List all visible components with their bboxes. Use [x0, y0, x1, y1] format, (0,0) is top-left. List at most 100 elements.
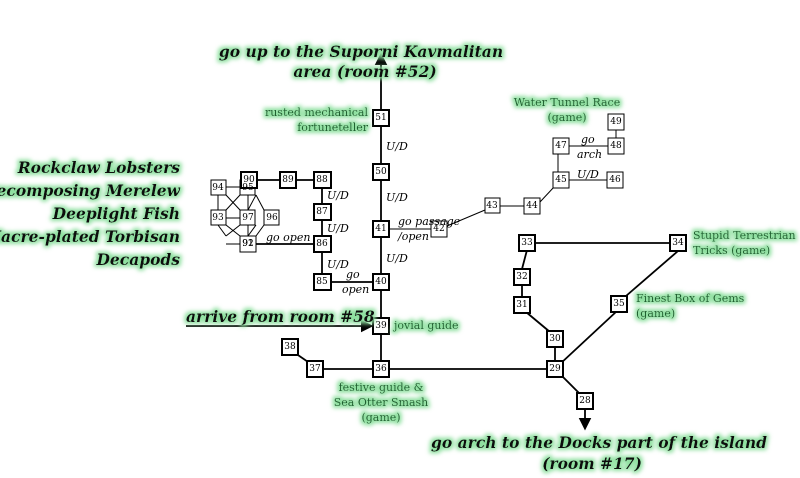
room-46-label: 46	[609, 175, 621, 185]
room-48	[607, 137, 625, 155]
room-90-label: 90	[243, 175, 255, 185]
room-45-label: 45	[555, 175, 567, 185]
room-30	[546, 330, 564, 348]
room-85-label: 85	[316, 277, 328, 287]
room-93	[210, 209, 227, 226]
edge-label-open-passage: /open	[397, 230, 429, 243]
note-festive-1: festive guide &	[339, 381, 424, 394]
room-88-label: 88	[316, 175, 328, 185]
path-29-28	[561, 375, 580, 394]
heading-docks-line2: (room #17)	[542, 454, 642, 473]
room-33-label: 33	[521, 238, 533, 248]
room-33	[518, 234, 536, 252]
room-49-label: 49	[610, 117, 622, 127]
room-89	[279, 171, 297, 189]
note-water-race-2: (game)	[547, 111, 586, 124]
edge-label-45-46: U/D	[577, 168, 599, 181]
room-50	[372, 163, 390, 181]
path-42-43	[446, 209, 486, 227]
room-42	[430, 220, 448, 238]
room-87	[313, 203, 332, 221]
headings: go up to the Suporni Kavmalitan area (ro…	[186, 42, 767, 473]
heading-up-line1: go up to the Suporni Kavmalitan	[219, 42, 503, 61]
room-29-label: 29	[549, 364, 561, 374]
room-31-label: 31	[516, 300, 527, 310]
room-86	[313, 235, 332, 253]
edge-label-41-40: U/D	[386, 252, 408, 265]
note-fortuneteller-2: fortuneteller	[297, 121, 369, 134]
room-41	[372, 220, 390, 238]
room-37-label: 37	[309, 364, 321, 374]
heading-docks-line1: go arch to the Docks part of the island	[431, 433, 767, 452]
room-92-label: 92	[242, 239, 253, 249]
connections	[186, 52, 679, 431]
edge-label-50-41: U/D	[386, 191, 408, 204]
room-85	[313, 273, 332, 291]
edge-label-51-50: U/D	[386, 140, 408, 153]
fish-list-item: Decomposing Merelew	[0, 181, 181, 200]
fish-list-item: Deeplight Fish	[52, 204, 180, 223]
room-31	[513, 296, 531, 314]
room-42-label: 42	[433, 224, 444, 234]
room-86-label: 86	[316, 239, 328, 249]
room-38	[281, 338, 299, 356]
room-34-label: 34	[672, 238, 684, 248]
room-51-label: 51	[375, 113, 386, 123]
room-96-label: 96	[266, 213, 278, 223]
note-water-race-1: Water Tunnel Race	[514, 96, 620, 109]
heading-up-line2: area (room #52)	[293, 62, 436, 81]
edge-label-88-87: U/D	[327, 189, 349, 202]
edge-label-go-passage: go passage	[398, 215, 461, 228]
note-fortuneteller-1: rusted mechanical	[265, 106, 369, 119]
room-labels: 51 50 41 40 39 36 37 38 85 86 87 88 89 9…	[212, 113, 684, 406]
edge-label-91-86: go open	[266, 231, 310, 244]
fish-list: Rockclaw Lobsters Decomposing Merelew De…	[0, 158, 181, 269]
fish-list-item: Rockclaw Lobsters	[17, 158, 180, 177]
room-44-label: 44	[526, 201, 538, 211]
note-gems-1: Finest Box of Gems	[636, 292, 745, 305]
path-31-30	[525, 311, 551, 333]
room-43	[484, 197, 501, 214]
room-46	[606, 171, 624, 189]
room-97	[239, 209, 256, 226]
room-48-label: 48	[610, 141, 622, 151]
room-36-label: 36	[375, 364, 387, 374]
room-32-label: 32	[516, 272, 527, 282]
room-36	[372, 360, 390, 378]
path-34-35	[625, 250, 679, 297]
fish-list-item: Decapods	[95, 250, 180, 269]
edge-label-go-47-48: go	[581, 133, 595, 146]
room-94	[210, 179, 227, 196]
room-91-label: 91	[242, 239, 253, 249]
edge-label-arch-47-48: arch	[577, 148, 602, 161]
room-44	[523, 197, 541, 215]
octagon-cluster-paths	[217, 186, 265, 245]
room-47	[552, 137, 570, 155]
room-40	[372, 273, 390, 291]
room-38-label: 38	[284, 342, 296, 352]
room-47-label: 47	[555, 141, 567, 151]
room-40-label: 40	[375, 277, 387, 287]
room-35	[610, 295, 628, 313]
heading-arrive: arrive from room #58	[186, 307, 375, 326]
room-35-label: 35	[613, 299, 625, 309]
room-95-label: 95	[242, 183, 254, 193]
room-32	[513, 268, 531, 286]
room-51	[372, 109, 390, 127]
room-45	[552, 171, 570, 189]
room-94-label: 94	[212, 183, 224, 193]
room-43-label: 43	[486, 201, 498, 211]
note-jovial: jovial guide	[392, 319, 459, 332]
note-festive-3: (game)	[361, 411, 400, 424]
notes: rusted mechanical fortuneteller Water Tu…	[265, 96, 796, 424]
room-89-label: 89	[282, 175, 294, 185]
room-41-label: 41	[375, 224, 386, 234]
room-37	[306, 360, 324, 378]
edge-label-87-86: U/D	[327, 222, 349, 235]
room-93-label: 93	[212, 213, 224, 223]
room-91	[239, 235, 257, 253]
room-28	[576, 392, 594, 410]
edge-label-86-85: U/D	[327, 258, 349, 271]
room-39-label: 39	[375, 321, 387, 331]
path-35-29	[559, 310, 618, 365]
